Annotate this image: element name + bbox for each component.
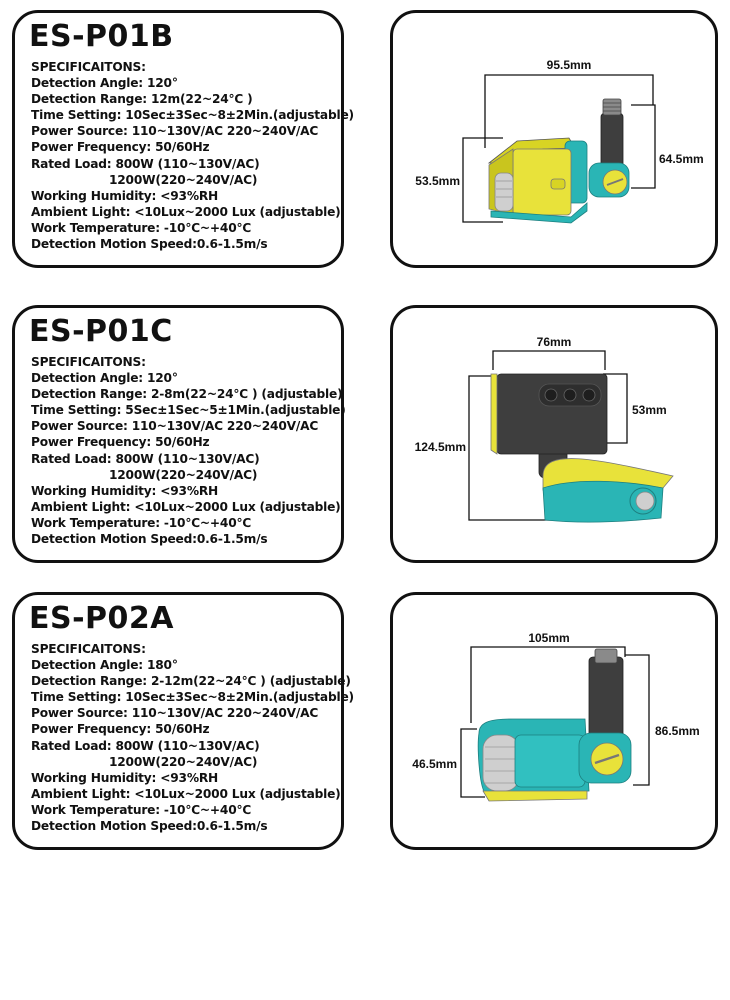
spec-line: Detection Range: 12m(22~24℃ ): [31, 92, 253, 107]
width-dimension-label: 95.5mm: [547, 58, 592, 72]
spec-line: Detection Motion Speed:0.6-1.5m/s: [31, 819, 268, 834]
spec-line: Work Temperature: -10℃~+40℃: [31, 515, 252, 530]
sensor-image: [487, 98, 630, 224]
spec-line: Time Setting: 10Sec±3Sec~8±2Min.(adjusta…: [31, 108, 354, 123]
sensor-image: [490, 373, 674, 523]
sensor-diagram-es-p01c: 76mm 124.5mm 53mm: [415, 335, 674, 523]
left-height-dimension-label: 53.5mm: [415, 174, 460, 188]
left-height-dimension-line: [460, 728, 485, 798]
spec-line: Power Source: 110~130V/AC 220~240V/AC: [31, 124, 319, 139]
spec-line: Ambient Light: <10Lux~2000 Lux (adjustab…: [31, 204, 341, 219]
spec-line: Working Humidity: <93%RH: [31, 770, 219, 785]
width-dimension-line: [470, 646, 626, 723]
width-dimension-line: [484, 74, 654, 148]
spec-list: SPECIFICAITONS: Detection Angle: 120° De…: [31, 354, 346, 547]
right-height-dimension-line: [625, 654, 650, 786]
width-dimension-line: [492, 350, 606, 370]
right-height-dimension-label: 64.5mm: [659, 152, 704, 166]
spec-line: 1200W(220~240V/AC): [109, 172, 258, 187]
diagram-card-es-p02a: 105mm 46.5mm 86.5mm: [390, 592, 718, 850]
sensor-image: [477, 648, 632, 802]
spec-line: Detection Angle: 120°: [31, 371, 178, 386]
spec-line: Working Humidity: <93%RH: [31, 483, 219, 498]
spec-line: Time Setting: 5Sec±1Sec~5±1Min.(adjustab…: [31, 403, 346, 418]
spec-line: Detection Range: 2-8m(22~24℃ ) (adjustab…: [31, 387, 343, 402]
right-height-dimension-label: 53mm: [632, 403, 667, 417]
spec-line: Rated Load: 800W (110~130V/AC): [31, 156, 260, 171]
spec-line: Rated Load: 800W (110~130V/AC): [31, 738, 260, 753]
spec-line: Work Temperature: -10℃~+40℃: [31, 802, 252, 817]
right-height-dimension-line: [603, 373, 628, 444]
left-height-dimension-line: [462, 137, 503, 223]
spec-line: Time Setting: 10Sec±3Sec~8±2Min.(adjusta…: [31, 690, 354, 705]
spec-line: Detection Angle: 120°: [31, 76, 178, 91]
spec-heading: SPECIFICAITONS:: [31, 355, 146, 369]
spec-line: Rated Load: 800W (110~130V/AC): [31, 451, 260, 466]
spec-line: Detection Range: 2-12m(22~24℃ ) (adjusta…: [31, 674, 351, 689]
spec-heading: SPECIFICAITONS:: [31, 60, 146, 74]
model-title: ES-P02A: [29, 601, 175, 636]
left-height-dimension-label: 46.5mm: [412, 757, 457, 771]
spec-list: SPECIFICAITONS: Detection Angle: 120° De…: [31, 59, 354, 252]
right-height-dimension-label: 86.5mm: [655, 724, 700, 738]
spec-line: Work Temperature: -10℃~+40℃: [31, 220, 252, 235]
spec-line: Ambient Light: <10Lux~2000 Lux (adjustab…: [31, 786, 341, 801]
spec-line: 1200W(220~240V/AC): [109, 467, 258, 482]
spec-line: Detection Motion Speed:0.6-1.5m/s: [31, 237, 268, 252]
right-height-dimension-line: [631, 104, 656, 189]
spec-line: Power Frequency: 50/60Hz: [31, 722, 210, 737]
spec-line: Power Source: 110~130V/AC 220~240V/AC: [31, 706, 319, 721]
spec-line: Power Source: 110~130V/AC 220~240V/AC: [31, 419, 319, 434]
spec-line: Working Humidity: <93%RH: [31, 188, 219, 203]
spec-heading: SPECIFICAITONS:: [31, 642, 146, 656]
spec-card-es-p01b: ES-P01B SPECIFICAITONS: Detection Angle:…: [12, 10, 354, 268]
spec-card-es-p01c: ES-P01C SPECIFICAITONS: Detection Angle:…: [12, 305, 346, 563]
left-height-dimension-line: [468, 375, 561, 521]
model-title: ES-P01B: [29, 19, 174, 54]
diagram-card-es-p01b: 95.5mm 53.5mm 64.5mm: [390, 10, 718, 268]
spec-line: Detection Motion Speed:0.6-1.5m/s: [31, 532, 268, 547]
spec-card-es-p02a: ES-P02A SPECIFICAITONS: Detection Angle:…: [12, 592, 354, 850]
sensor-diagram-es-p01b: 95.5mm 53.5mm 64.5mm: [415, 58, 704, 224]
spec-line: Detection Angle: 180°: [31, 658, 178, 673]
sensor-diagram-es-p02a: 105mm 46.5mm 86.5mm: [412, 631, 700, 802]
spec-line: 1200W(220~240V/AC): [109, 754, 258, 769]
spec-line: Power Frequency: 50/60Hz: [31, 435, 210, 450]
model-title: ES-P01C: [29, 314, 173, 349]
left-height-dimension-label: 124.5mm: [415, 440, 466, 454]
diagram-card-es-p01c: 76mm 124.5mm 53mm: [390, 305, 718, 563]
width-dimension-label: 105mm: [528, 631, 569, 645]
width-dimension-label: 76mm: [537, 335, 572, 349]
spec-list: SPECIFICAITONS: Detection Angle: 180° De…: [31, 641, 354, 834]
spec-line: Ambient Light: <10Lux~2000 Lux (adjustab…: [31, 499, 341, 514]
spec-line: Power Frequency: 50/60Hz: [31, 140, 210, 155]
